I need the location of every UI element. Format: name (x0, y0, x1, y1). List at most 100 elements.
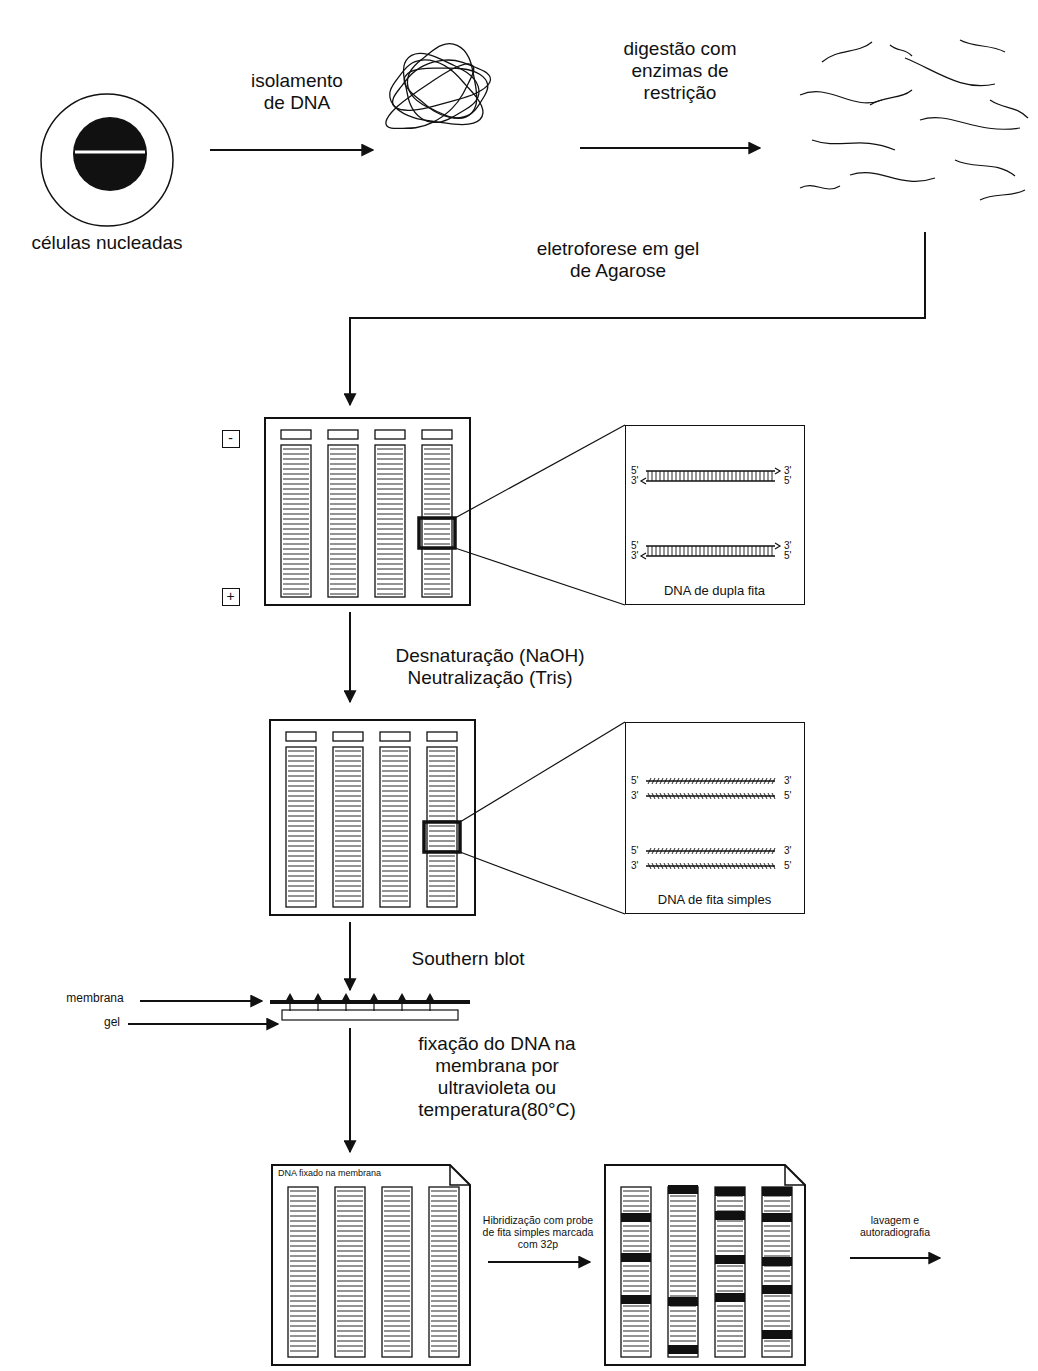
lane-stripe (288, 856, 314, 857)
base-tick (708, 863, 711, 869)
lane-stripe (670, 1256, 696, 1257)
lane-stripe (330, 564, 356, 565)
lane-stripe (337, 1281, 363, 1282)
base-pair (740, 471, 741, 481)
lane-stripe (670, 1211, 696, 1212)
gel-lane (668, 1187, 698, 1357)
lane-stripe (717, 1311, 743, 1312)
lane-stripe (429, 776, 455, 777)
dna-fragment (955, 160, 1015, 176)
dna-fragment (920, 118, 1020, 130)
lane-stripe (717, 1271, 743, 1272)
lane-stripe (337, 1211, 363, 1212)
dna-fragment (850, 173, 935, 182)
lane-stripe (670, 1216, 696, 1217)
base-tick (660, 793, 663, 799)
strand-end (775, 543, 780, 549)
base-tick (716, 863, 719, 869)
base-tick (664, 793, 667, 799)
lane-stripe (335, 771, 361, 772)
transfer-line (401, 1003, 402, 1011)
base-tick (728, 863, 731, 869)
lane-stripe (384, 1251, 410, 1252)
lane-stripe (288, 806, 314, 807)
lane-stripe (382, 846, 408, 847)
lane-stripe (764, 1296, 790, 1297)
lane-stripe (764, 1311, 790, 1312)
lane-stripe (288, 811, 314, 812)
lane-stripe (335, 786, 361, 787)
zoom-box: 5'3'3'5'5'3'3'5'DNA de fita simples (625, 722, 805, 914)
lane-stripe (431, 1316, 457, 1317)
lane-stripe (377, 479, 403, 480)
lane-stripe (384, 1216, 410, 1217)
base-tick (712, 778, 715, 784)
lane-stripe (337, 1306, 363, 1307)
lane-stripe (431, 1326, 457, 1327)
hybrid-band (668, 1185, 698, 1194)
lane-stripe (330, 539, 356, 540)
lane-stripe (431, 1261, 457, 1262)
lane-stripe (283, 524, 309, 525)
lane-stripe (290, 1301, 316, 1302)
lane-stripe (330, 474, 356, 475)
step-label: Southern blot (393, 948, 543, 970)
lane-stripe (337, 1271, 363, 1272)
lane-stripe (764, 1201, 790, 1202)
lane-stripe (764, 1211, 790, 1212)
lane-stripe (283, 529, 309, 530)
dna-fragment (870, 90, 912, 105)
strand-end-label: 5' (631, 845, 638, 857)
lane-stripe (764, 1246, 790, 1247)
lane-stripe (290, 1296, 316, 1297)
lane-stripe (670, 1231, 696, 1232)
dna-fragment (960, 40, 1005, 52)
lane-stripe (290, 1311, 316, 1312)
lane-stripe (377, 589, 403, 590)
lane-stripe (337, 1341, 363, 1342)
denatured-gel (270, 720, 625, 915)
lane-stripe (290, 1246, 316, 1247)
lane-stripe (290, 1276, 316, 1277)
hybrid-band (621, 1213, 651, 1222)
lane-stripe (377, 499, 403, 500)
lane-stripe (431, 1236, 457, 1237)
transfer-line (373, 1003, 374, 1011)
base-tick (696, 793, 699, 799)
strand-end-label: 5' (631, 540, 638, 552)
lane-stripe (283, 499, 309, 500)
lane-stripe (337, 1331, 363, 1332)
lane-stripe (623, 1191, 649, 1192)
zoom-caption: DNA de fita simples (626, 893, 803, 908)
lane-stripe (337, 1296, 363, 1297)
base-tick (764, 863, 767, 869)
base-pair (684, 471, 685, 481)
lane-stripe (377, 524, 403, 525)
base-tick (748, 848, 751, 854)
lane-stripe (384, 1241, 410, 1242)
lane-stripe (330, 514, 356, 515)
lane-stripe (717, 1276, 743, 1277)
dna-fragments (800, 40, 1028, 200)
lane-stripe (623, 1241, 649, 1242)
lane-stripe (337, 1316, 363, 1317)
base-pair (672, 471, 673, 481)
hybrid-band (715, 1211, 745, 1220)
lane-stripe (288, 886, 314, 887)
lane-stripe (290, 1216, 316, 1217)
lane-stripe (384, 1331, 410, 1332)
base-tick (648, 793, 651, 799)
base-pair (716, 471, 717, 481)
lane-stripe (330, 509, 356, 510)
lane-stripe (764, 1341, 790, 1342)
gel-well (333, 732, 363, 741)
base-tick (740, 793, 743, 799)
lane-stripe (382, 886, 408, 887)
lane-stripe (330, 494, 356, 495)
lane-stripe (623, 1226, 649, 1227)
gel-lane (333, 747, 363, 907)
lane-stripe (377, 529, 403, 530)
base-tick (652, 863, 655, 869)
lane-stripe (384, 1236, 410, 1237)
lane-stripe (283, 484, 309, 485)
